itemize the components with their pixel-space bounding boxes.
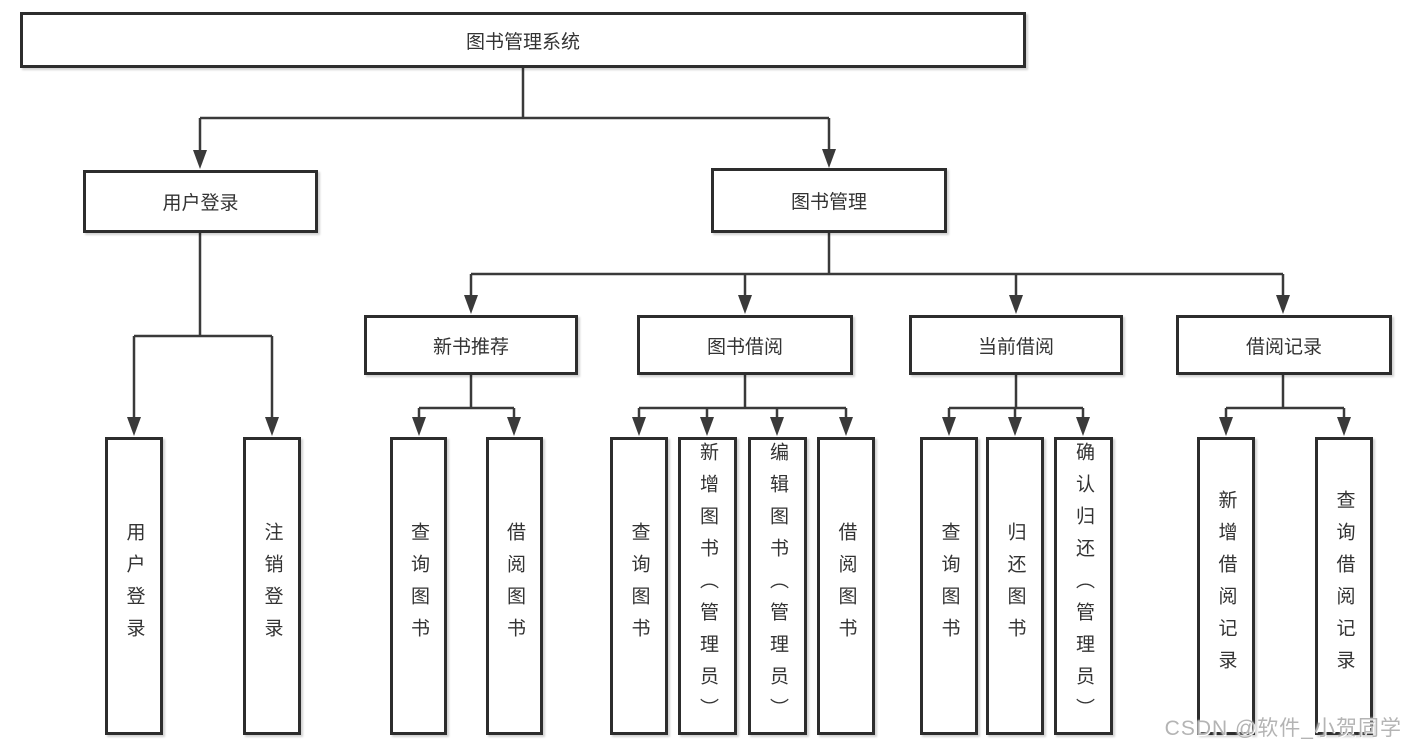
leaf-borrow-books: 借阅图书 (817, 437, 875, 735)
node-borrowing-records: 借阅记录 (1176, 315, 1392, 375)
connector-new-book-children (412, 375, 521, 436)
node-book-management: 图书管理 (711, 168, 947, 233)
node-library-management-system: 图书管理系统 (20, 12, 1026, 68)
leaf-query-books-borrow: 查询图书 (610, 437, 668, 735)
leaf-add-books-admin: 新增图书（管理员） (678, 437, 737, 735)
connector-root-to-level1 (193, 68, 836, 169)
leaf-query-books-current: 查询图书 (920, 437, 978, 735)
leaf-user-login: 用户登录 (105, 437, 163, 735)
leaf-add-borrow-record: 新增借阅记录 (1197, 437, 1255, 735)
connector-borrow-record-children (1219, 375, 1351, 436)
connector-book-borrow-children (632, 375, 853, 436)
node-book-borrowing: 图书借阅 (637, 315, 853, 375)
connector-book-management-children (464, 233, 1290, 314)
leaf-logout: 注销登录 (243, 437, 301, 735)
node-current-borrowing: 当前借阅 (909, 315, 1123, 375)
watermark: CSDN @软件_小贺同学 (1164, 717, 1402, 740)
connector-user-login-children (127, 233, 279, 436)
leaf-query-books-recommend: 查询图书 (390, 437, 447, 735)
node-new-book-recommendation: 新书推荐 (364, 315, 578, 375)
leaf-return-books: 归还图书 (986, 437, 1044, 735)
node-user-login: 用户登录 (83, 170, 318, 233)
leaf-borrow-books-recommend: 借阅图书 (486, 437, 543, 735)
leaf-query-borrow-record: 查询借阅记录 (1315, 437, 1373, 735)
leaf-confirm-return-admin: 确认归还（管理员） (1054, 437, 1113, 735)
connector-current-borrow-children (942, 375, 1090, 436)
leaf-edit-books-admin: 编辑图书（管理员） (748, 437, 807, 735)
